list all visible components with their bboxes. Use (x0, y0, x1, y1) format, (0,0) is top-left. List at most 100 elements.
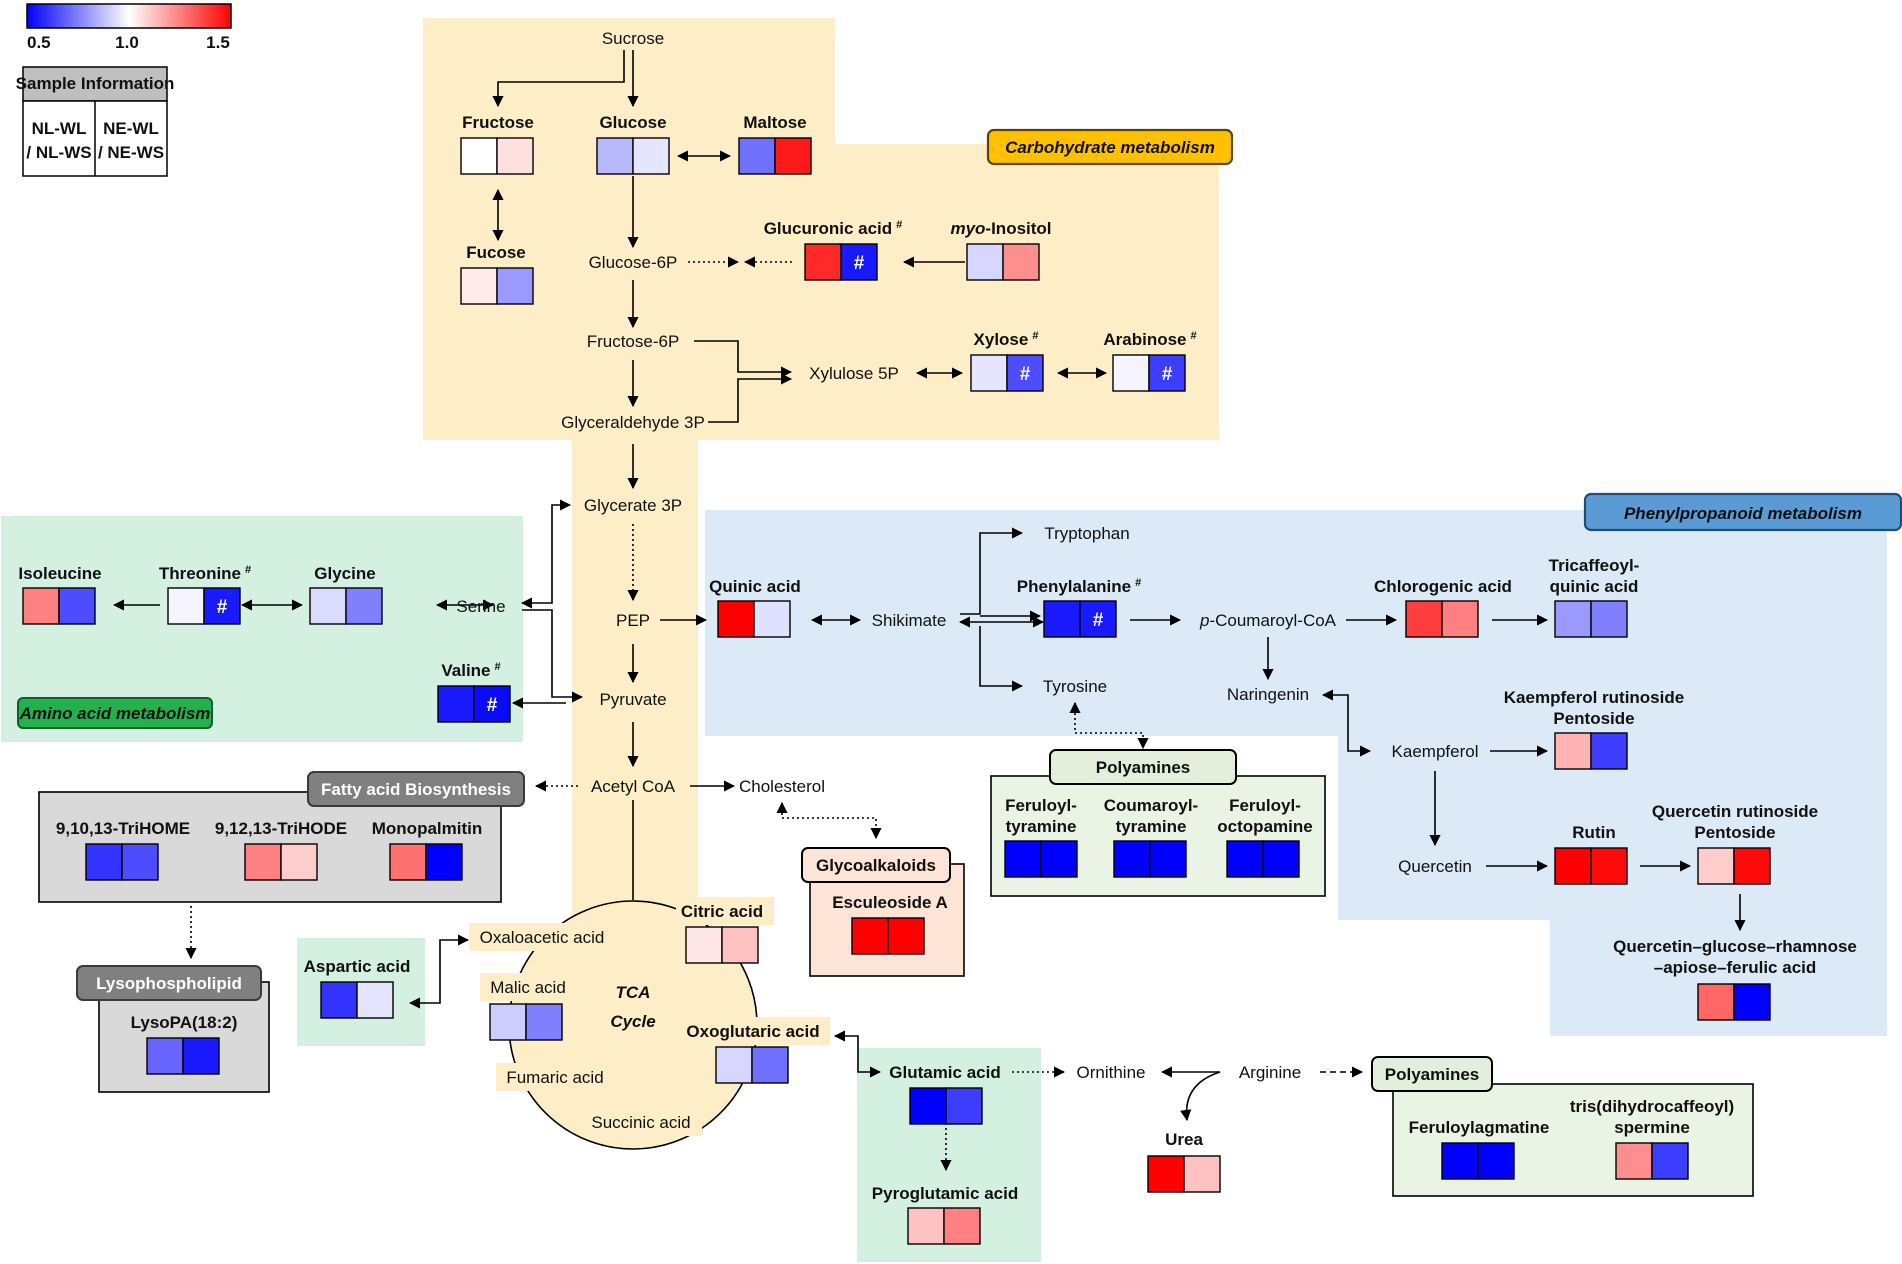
label-quercetin-glc-1: Quercetin–glucose–rhamnose (1613, 937, 1857, 956)
heat-cell-nl (146, 1037, 184, 1075)
arrow-oxoglutaric-glutamic (833, 1030, 882, 1078)
heat-cell-ne (1040, 840, 1078, 878)
arrow-shikimate-tyrosine (979, 626, 1024, 692)
label-quinic: Quinic acid (709, 577, 801, 596)
fatty-header-label: Fatty acid Biosynthesis (321, 780, 511, 799)
significance-mark: # (854, 253, 865, 274)
heatbox-feruloyloctopamine (1226, 840, 1300, 878)
heat-cell-ne (1183, 1155, 1221, 1193)
arrow-aspartic-oxaloacetic (408, 934, 470, 1009)
node-fumaric: Fumaric acid (506, 1068, 603, 1087)
heatbox-coumaroyltyramine (1113, 840, 1187, 878)
heat-cell-nl (1405, 600, 1443, 638)
myo-rest: -Inositol (985, 219, 1051, 238)
valine-sup: # (495, 661, 501, 673)
heat-cell-ne (182, 1037, 220, 1075)
heatbox-trisdihydro (1615, 1142, 1689, 1180)
label-kaempferol-rut-1: Kaempferol rutinoside (1504, 688, 1684, 707)
heatbox-pyroglutamic (907, 1207, 981, 1245)
heatbox-quercetin-glc (1697, 983, 1771, 1021)
label-fucose: Fucose (466, 243, 526, 262)
label-feruloyltyramine-2: tyramine (1006, 817, 1077, 836)
sample-info-header (22, 66, 168, 102)
glyco-header (801, 847, 951, 883)
heatbox-glycine (309, 587, 383, 625)
heatbox-malic-box (489, 1003, 563, 1041)
arrow-f6p-xylulose (694, 340, 793, 378)
heat-cell-nl (715, 1046, 753, 1084)
label-coumaroyltyramine-2: tyramine (1116, 817, 1187, 836)
heat-cell-ne (345, 587, 383, 625)
fatty-header (307, 771, 525, 807)
polyamines-panel-1 (990, 775, 1326, 897)
citric-bg (676, 897, 774, 925)
heat-cell-ne (496, 267, 534, 305)
heatbox-feruloyltyramine (1004, 840, 1078, 878)
heat-cell-nl (389, 843, 427, 881)
label-aspartic: Aspartic acid (304, 957, 411, 976)
node-oxaloacetic: Oxaloacetic acid (480, 928, 605, 947)
node-cholesterol: Cholesterol (739, 777, 825, 796)
heatbox-quinic (717, 600, 791, 638)
heat-cell-nl (1004, 840, 1042, 878)
node-pep: PEP (616, 611, 650, 630)
label-esculeoside: Esculeoside A (832, 893, 948, 912)
heat-cell-nl (909, 1087, 947, 1125)
heat-cell-nl (1113, 840, 1151, 878)
label-threonine: Threonine# (159, 564, 251, 583)
node-xylulose5p: Xylulose 5P (809, 364, 899, 383)
amino-header (17, 697, 213, 729)
label-valine: Valine# (441, 661, 500, 680)
legend-max: 1.5 (206, 33, 230, 52)
carb-region (423, 144, 1219, 440)
heat-cell-nl (596, 137, 634, 175)
label-coumaroyltyramine-1: Coumaroyl- (1104, 796, 1198, 815)
heat-cell-ne (1733, 983, 1771, 1021)
node-arginine: Arginine (1239, 1063, 1301, 1082)
label-isoleucine: Isoleucine (18, 564, 101, 583)
heat-cell-ne (774, 137, 812, 175)
node-acetylcoa: Acetyl CoA (591, 777, 676, 796)
heatbox-threonine: # (167, 587, 241, 625)
heat-cell-nl (1697, 983, 1735, 1021)
section-headers: Carbohydrate metabolism Phenylpropanoid … (17, 128, 1902, 1092)
heat-cell-nl (1554, 600, 1592, 638)
tca-label-1: TCA (616, 983, 651, 1002)
heatbox-phenylalanine: # (1043, 600, 1117, 638)
label-urea: Urea (1165, 1130, 1203, 1149)
heatbox-quercetin-rut (1697, 847, 1771, 885)
legend-mid: 1.0 (115, 33, 139, 52)
significance-mark: # (1093, 610, 1104, 631)
heatbox-oxoglutaric (715, 1046, 789, 1084)
heat-cell-nl (167, 587, 205, 625)
significance-mark: # (1020, 364, 1031, 385)
node-tryptophan: Tryptophan (1044, 524, 1129, 543)
node-ornithine: Ornithine (1077, 1063, 1146, 1082)
arrow-serine-glycerate (520, 499, 572, 609)
heat-cell-nl (1226, 840, 1264, 878)
heatbox-lysopa (146, 1037, 220, 1075)
label-trisdihydro-1: tris(dihydrocaffeoyl) (1570, 1097, 1734, 1116)
heatbox-arabinose: # (1112, 354, 1186, 392)
heat-cell-ne (1733, 847, 1771, 885)
label-feruloyltyramine-1: Feruloyl- (1005, 796, 1077, 815)
lyso-header (76, 965, 262, 1001)
heatbox-rutin (1554, 847, 1628, 885)
significance-mark: # (217, 597, 228, 618)
central-trunk (572, 440, 698, 960)
succinic-bg (580, 1108, 702, 1136)
label-glucose: Glucose (599, 113, 666, 132)
label-maltose: Maltose (743, 113, 806, 132)
arrow-arginine-urea (1180, 1071, 1221, 1122)
fumaric-bg (496, 1063, 614, 1091)
node-shikimate: Shikimate (872, 611, 947, 630)
heat-cell-nl (22, 587, 60, 625)
heatbox-trihome (85, 843, 159, 881)
polyamines-header-2 (1371, 1056, 1493, 1092)
sample-right-1: NE-WL (103, 119, 159, 138)
glucuronic-sup: # (896, 219, 902, 231)
heat-cell-nl (851, 917, 889, 955)
label-glycine: Glycine (314, 564, 375, 583)
heatbox-maltose (738, 137, 812, 175)
heat-cell-ne (1590, 732, 1628, 770)
